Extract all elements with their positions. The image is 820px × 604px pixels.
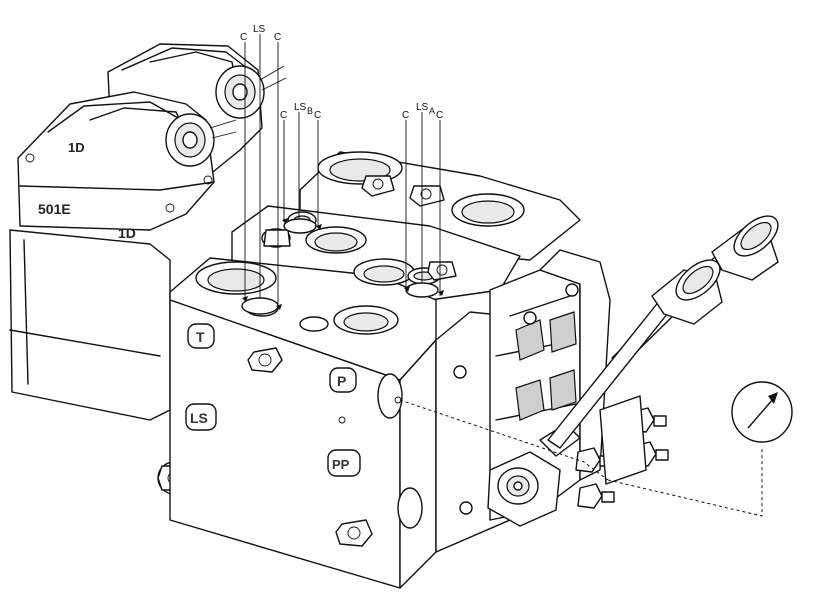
callout-targets: [241, 218, 444, 315]
solenoid-assembly-front: 1D 501E 1D: [17, 91, 237, 241]
callout-a-subscript: A: [429, 106, 435, 116]
callout-c: C: [436, 110, 443, 121]
port-pp-label: PP: [332, 457, 350, 472]
callout-ls-a: LS: [416, 102, 429, 113]
model-label: 501E: [38, 201, 71, 217]
callout-c: C: [280, 110, 287, 121]
side-fittings: [575, 395, 669, 509]
callout-c: C: [240, 32, 247, 43]
port-ls-label: LS: [190, 410, 208, 426]
callout-lines: [244, 34, 441, 310]
solenoid-label-top: 1D: [68, 140, 85, 155]
motor-housing: [9, 229, 191, 495]
gauge-connection: [399, 399, 763, 517]
port-markings: T LS P PP: [185, 323, 361, 477]
lever-front: [547, 259, 723, 449]
callout-c: C: [402, 110, 409, 121]
callout-b-subscript: B: [307, 106, 313, 116]
callout-ls-b: LS: [294, 102, 307, 113]
port-t-label: T: [196, 329, 205, 345]
port-p-label: P: [337, 373, 346, 389]
pressure-gauge-icon: [731, 381, 793, 443]
callout-labels: C LS C C LS B C C LS A C: [240, 24, 443, 121]
callout-c: C: [274, 32, 281, 43]
handle-linkage: [487, 423, 581, 527]
solenoid-label-side: 1D: [118, 225, 136, 241]
callout-ls: LS: [253, 24, 266, 35]
callout-c: C: [314, 110, 321, 121]
